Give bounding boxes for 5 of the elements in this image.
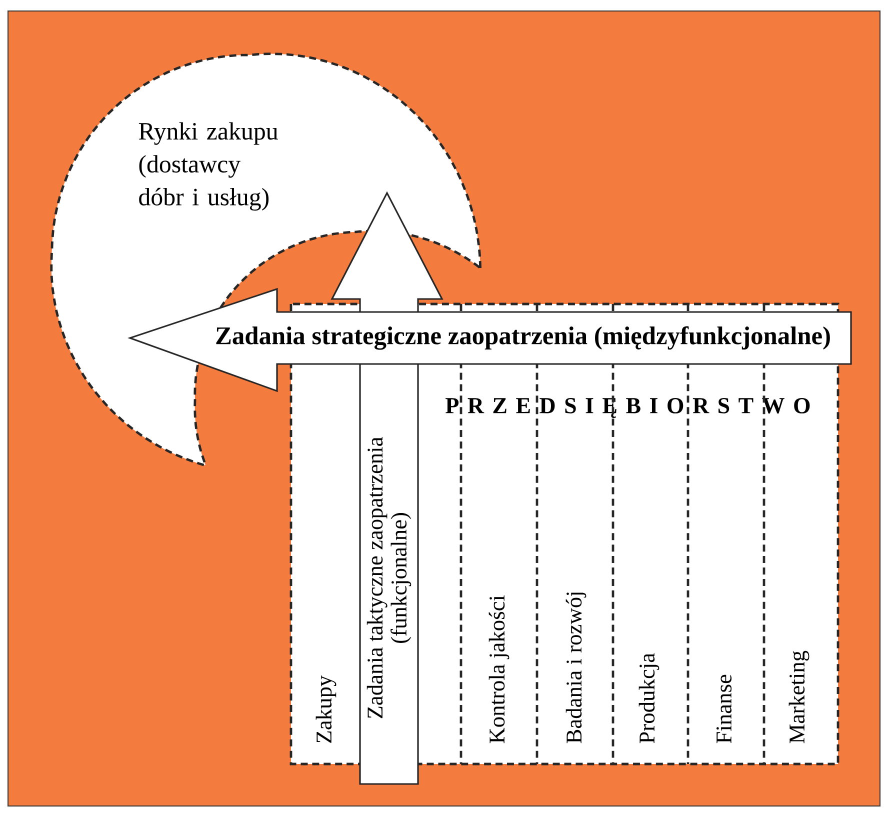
department-column: Finanse [716, 674, 732, 744]
department-column: Marketing [788, 650, 810, 744]
department-column: Badania i rozwój [566, 592, 586, 744]
department-column: Kontrola jakości [488, 595, 510, 744]
department-column: Produkcja [638, 653, 660, 744]
